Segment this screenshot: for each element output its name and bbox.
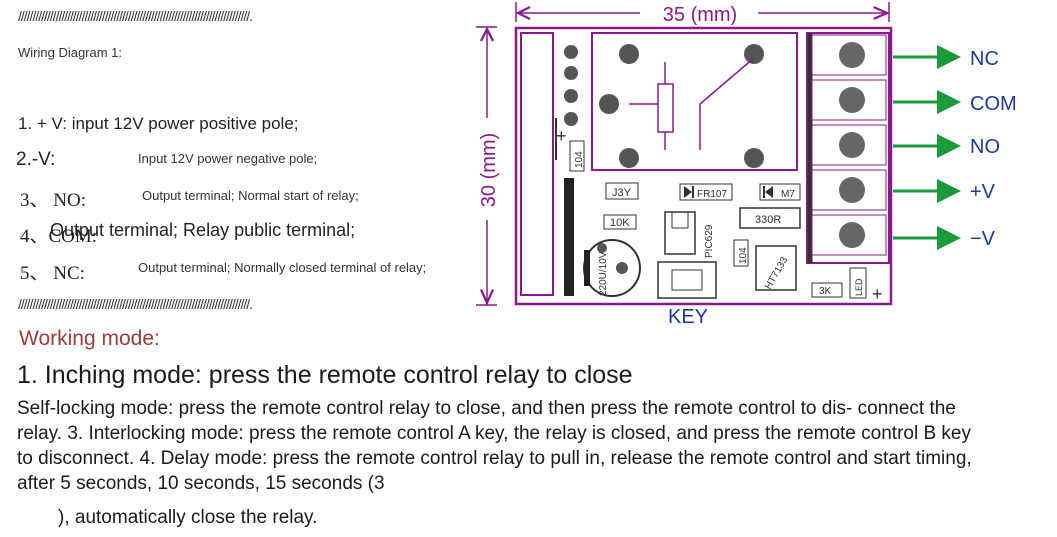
item-3-label: 3、 NO: xyxy=(20,190,86,211)
item-4-label: 4、COM: xyxy=(20,226,98,247)
item-1-text: 1. + V: input 12V power positive pole; xyxy=(18,114,299,133)
width-dimension: 35 (mm) xyxy=(515,2,890,26)
wiring-diagram-heading: Wiring Diagram 1: xyxy=(18,45,123,60)
key-button xyxy=(657,261,717,299)
relay-coil-schematic xyxy=(629,57,755,150)
j3y-label: J3Y xyxy=(612,187,632,199)
working-mode-paragraph: Self-locking mode: press the remote cont… xyxy=(17,398,972,494)
resistor-10k-label: 10K xyxy=(610,217,630,229)
cap-label: 220U/10V xyxy=(598,251,609,296)
plus-marking-1: + xyxy=(556,126,567,146)
antenna-strip xyxy=(520,32,554,296)
terminal-screws xyxy=(811,34,887,256)
diode-fr107: FR107 xyxy=(679,183,733,201)
hatch-divider-top: ////////////////////////////////////////… xyxy=(18,8,253,22)
terminal-block xyxy=(806,32,890,264)
resistor-3k-label: 3K xyxy=(819,286,832,297)
terminal-label-nc: NC xyxy=(970,48,999,70)
relay-body xyxy=(591,32,798,171)
terminal-label-plus-v: +V xyxy=(970,181,996,203)
item-5-text: Output terminal; Normally closed termina… xyxy=(138,260,427,275)
diode-m7: M7 xyxy=(759,183,801,201)
terminal-label-com: COM xyxy=(970,93,1017,115)
cap-104-a: 104 xyxy=(574,151,585,168)
svg-text:FR107: FR107 xyxy=(697,189,727,200)
board-bar xyxy=(564,178,574,296)
pic-chip: PIC629 xyxy=(664,211,715,258)
item-3-text: Output terminal; Normal start of relay; xyxy=(142,188,359,203)
terminal-label-no: NO xyxy=(970,136,1000,158)
inching-mode-line: 1. Inching mode: press the remote contro… xyxy=(17,361,633,389)
resistor-330r-label: 330R xyxy=(755,214,781,226)
height-dimension: 30 (mm) xyxy=(476,26,500,306)
height-dimension-label: 30 (mm) xyxy=(478,133,500,207)
item-2-label: 2.-V: xyxy=(16,149,56,170)
working-mode-heading: Working mode: xyxy=(19,327,160,350)
relay-pins xyxy=(599,44,764,168)
item-2-text: Input 12V power negative pole; xyxy=(138,151,318,166)
hatch-divider-bottom: ////////////////////////////////////////… xyxy=(18,296,253,310)
svg-text:M7: M7 xyxy=(781,189,795,200)
header-pins xyxy=(564,45,578,126)
width-dimension-label: 35 (mm) xyxy=(663,4,737,26)
key-label: KEY xyxy=(668,306,708,328)
item-4-text: Output terminal; Relay public terminal; xyxy=(50,220,356,240)
plus-marking-2: + xyxy=(872,284,883,304)
svg-text:PIC629: PIC629 xyxy=(704,224,715,258)
working-mode-tail: ), automatically close the relay. xyxy=(58,507,318,528)
item-5-label: 5、 NC: xyxy=(20,263,85,284)
terminal-label-minus-v: −V xyxy=(970,228,996,250)
terminal-arrows xyxy=(893,45,961,250)
cap-104-b: 104 xyxy=(738,247,749,264)
led-label: LED xyxy=(854,278,864,296)
